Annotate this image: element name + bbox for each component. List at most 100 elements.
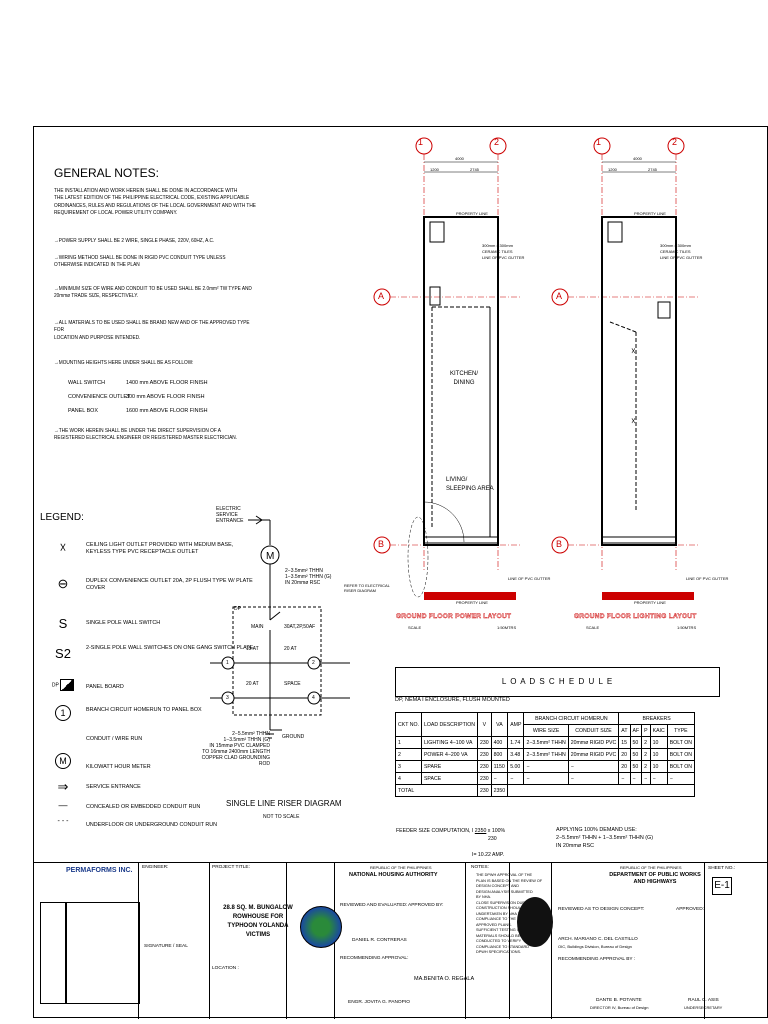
dimension-total: 4000 (633, 156, 642, 161)
reviewed-label: REVIEWED AND EVALUATED: (340, 903, 408, 908)
duplex-outlet-icon: ⊖ (57, 576, 69, 591)
engineer-label: ENGINEER: (142, 865, 169, 870)
cell: − (523, 760, 569, 773)
property-line-label: PROPERTY LINE (634, 600, 666, 605)
grid-row-label: A (378, 291, 385, 301)
cell: − (641, 772, 651, 785)
mounting-height: 1600 mm ABOVE FLOOR FINISH (126, 408, 208, 414)
divider (286, 863, 287, 1019)
cell: 20mmø RIGID PVC (567, 748, 620, 761)
cell: 20mmø RIGID PVC (567, 736, 620, 749)
col-header: BRANCH CIRCUIT HOMERUN (523, 712, 620, 725)
feeder-numerator: 2350 (474, 828, 487, 834)
legend-text: SINGLE POLE WALL SWITCH (86, 620, 161, 626)
republic-label: REPUBLIC OF THE PHILIPPINES (620, 865, 682, 870)
legend-text: CEILING LIGHT OUTLET PROVIDED WITH MEDIU… (86, 542, 234, 555)
ground-label: GROUND (282, 734, 305, 740)
stamp-box (40, 902, 66, 1004)
cell: − (507, 772, 525, 785)
cell: 3 (395, 760, 422, 773)
load-schedule-title: L O A D S C H E D U L E (395, 667, 720, 697)
cell: 230 (476, 760, 492, 773)
notes-label: NOTES: (471, 865, 489, 870)
general-note: THE INSTALLATION AND WORK HEREIN SHALL B… (54, 188, 256, 217)
sheet-label: SHEET NO.: (708, 866, 736, 871)
load-schedule-table: CKT NO. LOAD DESCRIPTION V VA AMP BRANCH… (395, 712, 696, 797)
cell: 230 (476, 772, 492, 785)
switch-icon: S (58, 616, 68, 631)
table-header-row: CKT NO. LOAD DESCRIPTION V VA AMP BRANCH… (395, 712, 696, 737)
project-title: 28.8 SQ. M. BUNGALOW ROWHOUSE FOR TYPHOO… (223, 905, 293, 938)
cell: BOLT ON (666, 760, 696, 773)
cell: − (666, 772, 696, 785)
cell: 1.74 (507, 736, 525, 749)
legend-text: PANEL BOARD (86, 684, 124, 690)
scale-value: 1:50MTRS (677, 625, 697, 630)
power-layout-title: GROUND FLOOR POWER LAYOUT (396, 613, 512, 620)
table-total-row: TOTAL 230 2350 (395, 784, 696, 797)
project-label: PROJECT TITLE: (212, 865, 250, 870)
dpwh-recommending-label: RECOMMENDING APPROVAL BY : (558, 957, 636, 962)
potante-title: DIRECTOR IV, Bureau of Design (590, 1005, 649, 1010)
sub-header: AF (629, 724, 643, 737)
cell: 50 (629, 760, 643, 773)
cell: 10 (649, 760, 668, 773)
mounting-item: PANEL BOX (68, 408, 98, 414)
castillo-name: ARCH. MARIANO C. DEL CASTILLO (558, 937, 638, 942)
meter-icon: M (50, 752, 76, 769)
asis-name: RAUL C. ASIS (688, 998, 719, 1003)
divider (551, 863, 552, 1019)
dpwh-logo-icon (517, 897, 553, 947)
double-switch-icon: S2 (55, 646, 71, 661)
service-entrance-label: ELECTRIC SERVICE ENTRANCE (216, 506, 244, 524)
general-note: →THE WORK HEREIN SHALL BE UNDER THE DIRE… (54, 428, 238, 442)
cell: 15 (618, 736, 631, 749)
sheet-number: E-1 (712, 877, 732, 895)
grid-row-label: B (556, 539, 563, 549)
meter-letter: M (55, 753, 71, 769)
scale-label: SCALE (586, 625, 600, 630)
lighting-layout-title: GROUND FLOOR LIGHTING LAYOUT (574, 613, 697, 620)
cell: 2 (641, 736, 651, 749)
circuit-number: 3 (226, 695, 229, 701)
cell: 230 (476, 748, 492, 761)
mounting-item: CONVENIENCE OUTLET (68, 394, 131, 400)
grid-col-label: 1 (418, 137, 424, 147)
cell: 4 (395, 772, 422, 785)
property-line-label: PROPERTY LINE (456, 600, 488, 605)
riser-title: SINGLE LINE RISER DIAGRAM (226, 799, 342, 808)
svg-text:☓: ☓ (631, 346, 636, 356)
feeder-computation: FEEDER SIZE COMPUTATION, I 2350 x 100% (396, 828, 505, 834)
main-breaker-rating: 30AT,2P,50AF (284, 624, 316, 630)
general-note: →POWER SUPPLY SHALL BE 2 WIRE, SINGLE PH… (54, 238, 215, 244)
property-line-label: PROPERTY LINE (634, 211, 666, 216)
contreras-name: DANIEL R. CONTRERAS (352, 938, 407, 943)
mounting-item: WALL SWITCH (68, 380, 106, 386)
location-label: LOCATION : (212, 966, 239, 971)
cell: BOLT ON (666, 748, 696, 761)
riser-reference-note: REFER TO ELECTRICAL RISER DIAGRAM (344, 583, 390, 593)
dimension-part: 2745 (470, 167, 479, 172)
breaker-label: 20 AT (284, 646, 297, 652)
panel-board-icon: DP (50, 679, 76, 691)
cell: − (649, 772, 668, 785)
cell: LIGHTING 4−100 VA (420, 736, 478, 749)
cell: − (618, 772, 631, 785)
legend-title: LEGEND: (40, 512, 84, 523)
firm-name: PERMAFORMS INC. (66, 867, 133, 874)
property-line-label: PROPERTY LINE (456, 211, 488, 216)
homerun-number: 1 (55, 705, 71, 721)
firm-stamp-box (66, 902, 140, 1004)
cell: 10 (649, 748, 668, 761)
legend-text: DUPLEX CONVENIENCE OUTLET 20A, 2P FLUSH … (86, 578, 253, 591)
potante-name: DANTE B. POTANTE (596, 998, 642, 1003)
gutter-note: 300mm x 300mm CERAMIC TILES LINE OF PVC … (660, 243, 703, 260)
cell: − (567, 760, 620, 773)
gutter-line-label: LINE OF PVC GUTTER (686, 576, 729, 581)
grid-row-label: A (556, 291, 563, 301)
main-breaker-label: MAIN (251, 624, 264, 630)
load-schedule-subtitle: DP, NEMA I ENCLOSURE, FLUSH MOUNTED (395, 697, 510, 703)
feeder-denominator: 230 (488, 836, 497, 842)
dpwh-approved-label: APPROVED: (676, 907, 704, 912)
riser-subtitle: NOT TO SCALE (263, 814, 300, 820)
